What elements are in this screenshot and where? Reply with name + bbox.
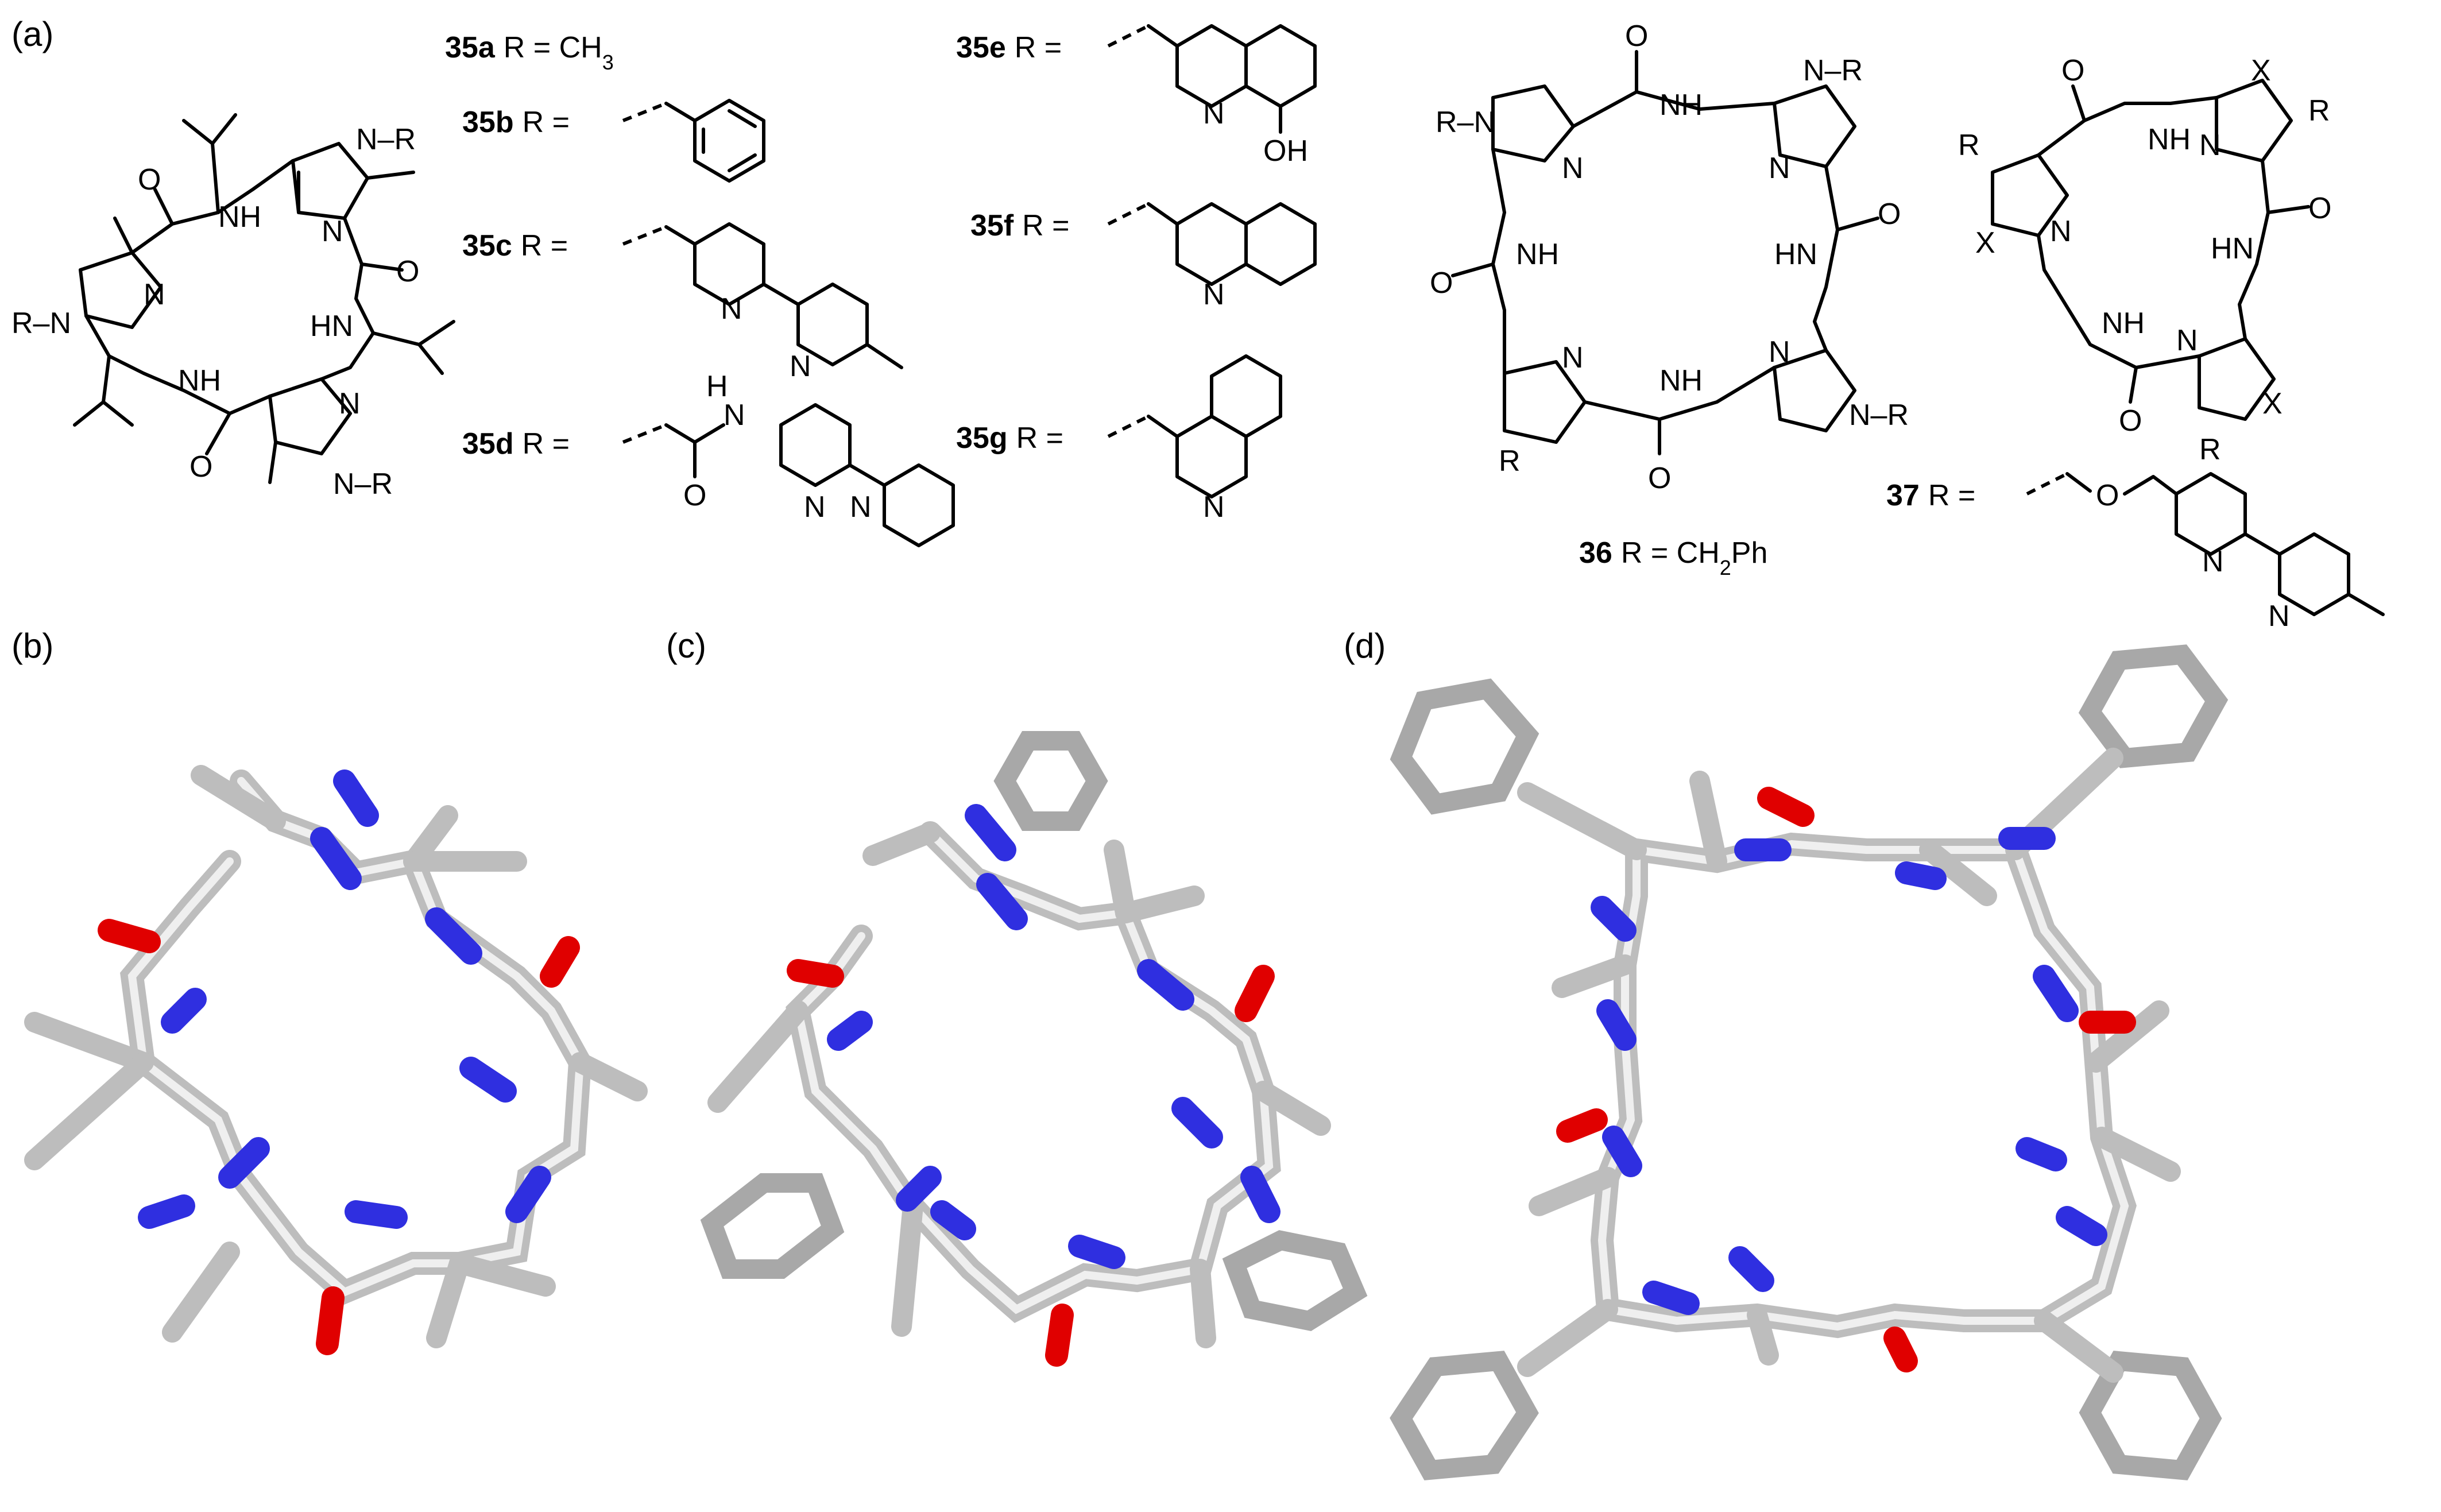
svg-text:N: N bbox=[1769, 335, 1790, 369]
svg-text:R: R bbox=[2308, 94, 2330, 127]
svg-text:N–R: N–R bbox=[1803, 54, 1863, 87]
svg-text:NH: NH bbox=[1516, 238, 1559, 271]
svg-text:NH: NH bbox=[2148, 123, 2191, 156]
svg-text:N: N bbox=[322, 215, 343, 248]
svg-text:O: O bbox=[1625, 20, 1648, 53]
svg-text:O: O bbox=[683, 479, 706, 512]
svg-text:N: N bbox=[1562, 341, 1584, 374]
svg-text:N: N bbox=[850, 490, 872, 524]
svg-text:R: R bbox=[1958, 129, 1980, 162]
svg-text:N–R: N–R bbox=[333, 467, 393, 501]
svg-text:O: O bbox=[1430, 266, 1453, 300]
svg-text:R–N: R–N bbox=[11, 307, 71, 340]
svg-text:N: N bbox=[1203, 490, 1225, 524]
molecular-model-c bbox=[700, 731, 1368, 1367]
svg-text:O: O bbox=[396, 255, 419, 288]
svg-text:X: X bbox=[1975, 226, 1995, 260]
svg-text:NH: NH bbox=[1659, 88, 1703, 122]
svg-text:N: N bbox=[1769, 152, 1790, 185]
svg-text:N–R: N–R bbox=[1849, 399, 1909, 432]
panel-b: (b) bbox=[11, 627, 648, 1355]
svg-text:N: N bbox=[721, 292, 742, 326]
svg-text:R: R bbox=[2199, 433, 2221, 466]
svg-text:OH: OH bbox=[1263, 134, 1308, 168]
svg-text:X: X bbox=[2251, 54, 2271, 87]
svg-text:O: O bbox=[2061, 54, 2084, 87]
panel-c-label: (c) bbox=[666, 627, 706, 665]
svg-text:O: O bbox=[189, 450, 212, 484]
svg-text:NH: NH bbox=[178, 364, 221, 397]
svg-text:R: R bbox=[1499, 444, 1521, 478]
svg-text:N: N bbox=[144, 278, 165, 311]
svg-text:R–N: R–N bbox=[1436, 106, 1495, 139]
svg-text:NH: NH bbox=[218, 200, 261, 234]
svg-text:N: N bbox=[1203, 97, 1225, 130]
svg-text:N: N bbox=[804, 490, 826, 524]
svg-text:O: O bbox=[1878, 198, 1901, 231]
svg-text:H: H bbox=[706, 370, 728, 403]
svg-text:N: N bbox=[1562, 152, 1584, 185]
panel-b-label: (b) bbox=[11, 627, 53, 665]
svg-text:N: N bbox=[2199, 129, 2221, 162]
svg-text:36R = CH2Ph: 36R = CH2Ph bbox=[1579, 536, 1767, 579]
svg-text:X: X bbox=[2262, 387, 2283, 420]
svg-text:37R =: 37R = bbox=[1886, 479, 1975, 512]
molecular-model-b bbox=[24, 765, 648, 1355]
svg-text:O: O bbox=[138, 163, 161, 196]
svg-text:HN: HN bbox=[2211, 232, 2254, 265]
svg-text:N: N bbox=[724, 399, 745, 432]
macrocycle-35-structure: O O O NH HN NH N N N N–R R–N N–R bbox=[11, 113, 455, 501]
molecular-model-d bbox=[1390, 644, 2229, 1480]
svg-text:O: O bbox=[2119, 404, 2142, 438]
svg-text:N: N bbox=[1203, 278, 1225, 311]
svg-text:O: O bbox=[2308, 192, 2331, 225]
panel-a: (a) bbox=[11, 15, 2385, 633]
svg-text:N: N bbox=[790, 350, 811, 383]
svg-text:O: O bbox=[1648, 462, 1671, 495]
svg-text:N: N bbox=[339, 387, 361, 420]
svg-text:NH: NH bbox=[2102, 307, 2145, 340]
panel-a-label: (a) bbox=[11, 15, 53, 53]
panel-d-label: (d) bbox=[1344, 627, 1386, 665]
svg-text:N: N bbox=[2268, 600, 2290, 633]
svg-text:N–R: N–R bbox=[356, 123, 416, 156]
svg-text:N: N bbox=[2202, 545, 2224, 578]
macrocycle-36-structure: O O O O NH HN NH NH R–N N–R N–R R N N N … bbox=[1430, 20, 1909, 579]
svg-text:O: O bbox=[2096, 479, 2119, 512]
svg-text:N: N bbox=[2050, 215, 2072, 248]
svg-text:HN: HN bbox=[1774, 238, 1817, 271]
svg-text:HN: HN bbox=[310, 310, 353, 343]
svg-text:N: N bbox=[2176, 324, 2198, 357]
svg-text:NH: NH bbox=[1659, 364, 1703, 397]
panel-d: (d) bbox=[1344, 627, 2229, 1480]
panel-c: (c) bbox=[666, 627, 1368, 1367]
